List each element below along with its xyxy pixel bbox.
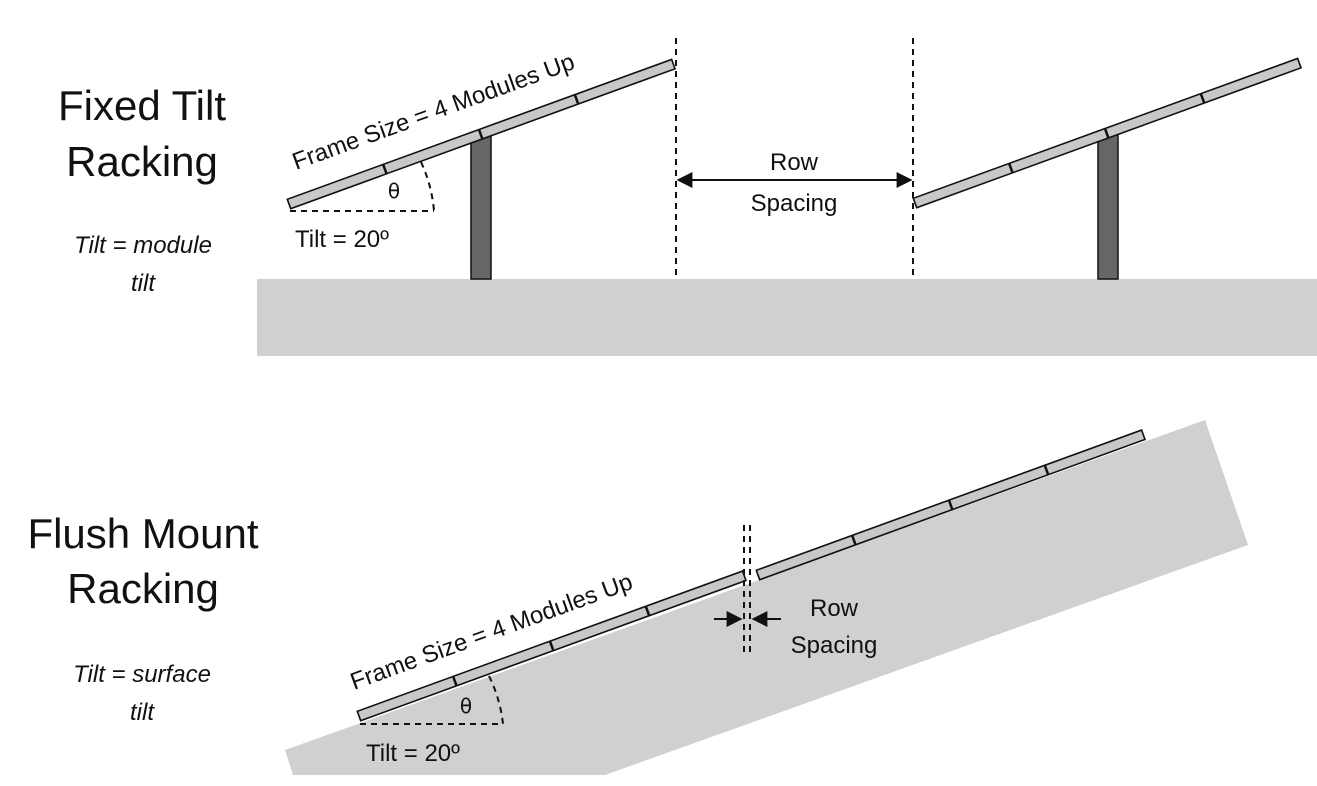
module-divider (451, 675, 458, 687)
fixed-spacing-label-line2: Spacing (751, 190, 838, 217)
module-divider (1043, 464, 1050, 476)
fixed-panel-right (912, 57, 1303, 209)
flush-panel-right (755, 429, 1147, 581)
flush-spacing-label-line2: Spacing (791, 632, 878, 659)
fixed-angle-arc (420, 161, 435, 212)
module-divider (548, 640, 555, 652)
module-divider (644, 605, 651, 617)
module-divider (1103, 128, 1110, 139)
module-divider (850, 534, 857, 546)
fixed-post-left (470, 134, 492, 280)
fixed-post-right (1097, 130, 1119, 280)
flush-sloped-ground (285, 420, 1248, 775)
fixed-spacing-label-line1: Row (770, 149, 819, 176)
flush-panel-left (356, 570, 748, 722)
fixed-title-line1: Fixed Tilt (58, 82, 226, 129)
flush-tilt-label: Tilt = 20º (366, 740, 460, 767)
module-divider (1199, 93, 1206, 104)
flush-title-line2: Racking (67, 565, 219, 612)
flush-angle-arc (488, 675, 504, 725)
flush-title-line1: Flush Mount (27, 510, 258, 557)
fixed-theta-label: θ (388, 179, 400, 203)
flush-spacing-label-line1: Row (810, 595, 859, 622)
module-divider (573, 94, 580, 105)
module-divider (381, 163, 388, 175)
module-divider (477, 129, 484, 140)
flush-theta-label: θ (460, 694, 472, 718)
fixed-tilt-label: Tilt = 20º (295, 226, 389, 253)
module-divider (947, 499, 954, 511)
fixed-title-line2: Racking (66, 138, 218, 185)
fixed-tilt-section: Fixed Tilt Racking Tilt = module tilt Fr… (58, 38, 1317, 356)
flush-note-line1: Tilt = surface (73, 661, 211, 688)
fixed-ground (257, 279, 1317, 356)
fixed-note-line1: Tilt = module (74, 232, 212, 259)
flush-note-line2: tilt (130, 699, 155, 726)
fixed-panel-left (286, 58, 677, 210)
module-divider (1007, 162, 1014, 174)
flush-mount-section: Flush Mount Racking Tilt = surface tilt … (27, 420, 1248, 775)
fixed-note-line2: tilt (131, 270, 156, 297)
